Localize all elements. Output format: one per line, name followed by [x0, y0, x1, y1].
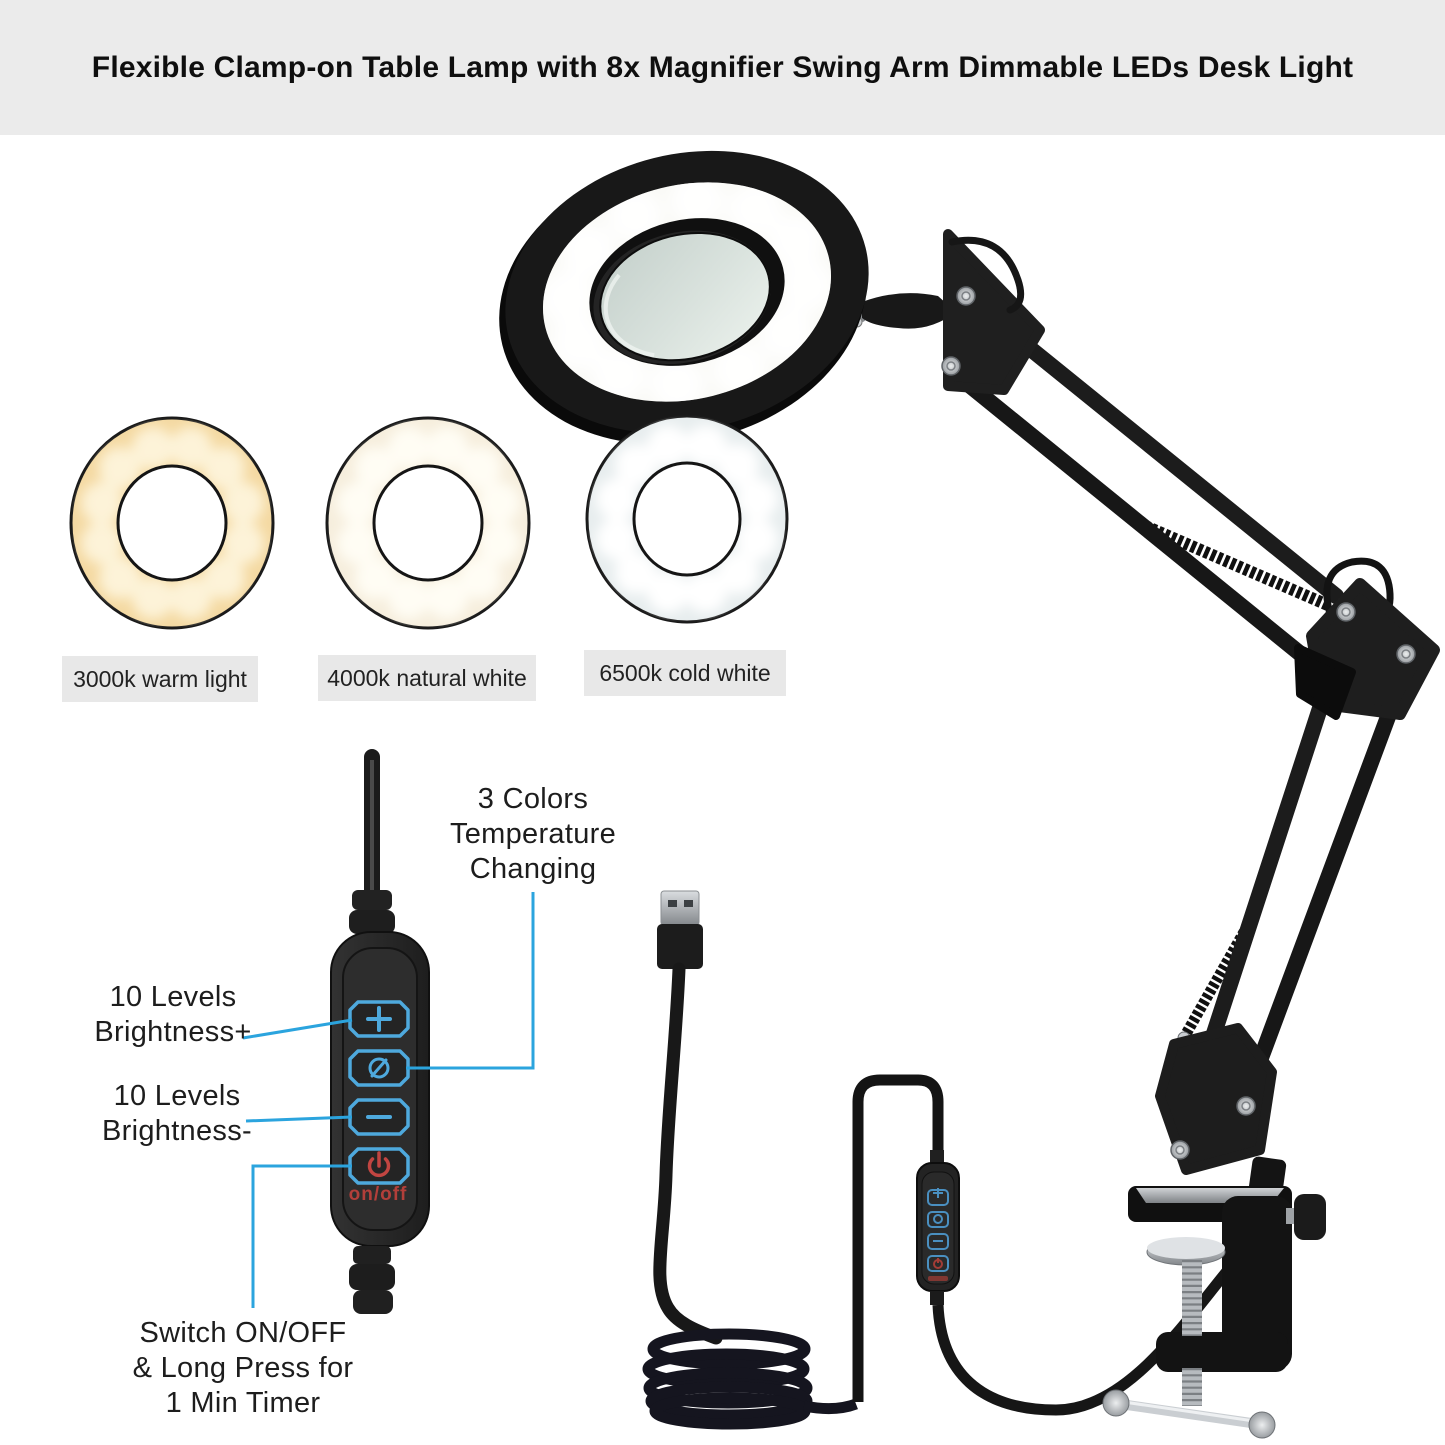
magnifier-lens	[599, 231, 771, 362]
callout-line-power	[251, 1164, 352, 1308]
callout-color-temp: 3 Colors Temperature Changing	[413, 782, 653, 887]
small-plus-icon	[933, 1188, 943, 1198]
ring-label-6500k: 6500k cold white	[584, 650, 786, 696]
small-power-icon	[933, 1258, 943, 1269]
small-cycle-icon	[933, 1214, 943, 1224]
small-color-temp-button	[927, 1211, 949, 1228]
bracket-hook	[948, 236, 1025, 314]
elbow-screws	[1336, 602, 1416, 664]
upper-arm-bar	[960, 376, 1316, 668]
lamp-head	[499, 150, 869, 445]
ring-label-4000k: 4000k natural white	[318, 655, 536, 701]
ring-sample-natural	[325, 416, 531, 630]
callout-line-text: Changing	[469, 853, 597, 885]
callout-brightness-minus: 10 Levels Brightness-	[87, 1079, 267, 1149]
callout-line-text: 10 Levels	[113, 1080, 241, 1112]
callout-line-text: & Long Press for	[132, 1352, 354, 1384]
usb-plug-body	[657, 924, 703, 969]
onoff-label: on/off	[348, 1184, 408, 1205]
cord-loop	[852, 1074, 944, 1402]
callout-line-brightness-minus	[245, 1115, 353, 1123]
table-clamp	[1102, 1186, 1326, 1439]
callout-line-text: Brightness+	[94, 1016, 252, 1048]
plus-icon	[366, 1006, 392, 1032]
clamp-bottom-arm	[1156, 1332, 1288, 1372]
swing-arm	[848, 229, 1440, 1206]
head-bracket	[848, 229, 1045, 395]
small-power-button	[927, 1255, 949, 1272]
usb-plug-icon	[660, 890, 700, 926]
usb-pin-slot	[668, 900, 677, 907]
callout-line-text: Switch ON/OFF	[139, 1317, 347, 1349]
callout-line-text: 1 Min Timer	[165, 1387, 321, 1419]
ring-sample-cold	[585, 414, 789, 624]
callout-line-text: 3 Colors	[477, 783, 589, 815]
callout-switch: Switch ON/OFF & Long Press for 1 Min Tim…	[123, 1316, 363, 1421]
elbow-hinge-tab	[1294, 644, 1356, 720]
callout-line-text: 10 Levels	[109, 981, 237, 1013]
lower-arm-bar	[1198, 694, 1330, 1066]
cable-coil	[642, 1328, 858, 1430]
callout-line-brightness-plus	[242, 1018, 353, 1040]
clamp-t-handle	[1102, 1389, 1276, 1439]
ring-sample-warm	[69, 416, 275, 630]
product-title: Flexible Clamp-on Table Lamp with 8x Mag…	[91, 50, 1354, 84]
usb-cord	[653, 962, 723, 1345]
clamp-side-knob	[1294, 1194, 1326, 1240]
callout-line-text: Temperature	[449, 818, 617, 850]
inline-controller-small	[916, 1150, 960, 1305]
usb-pin-slot	[684, 900, 693, 907]
title-banner: Flexible Clamp-on Table Lamp with 8x Mag…	[0, 0, 1445, 135]
remote-controller	[330, 749, 430, 1362]
clamp-spine	[1222, 1196, 1292, 1370]
callout-brightness-plus: 10 Levels Brightness+	[83, 980, 263, 1050]
callout-line-text: Brightness-	[102, 1115, 252, 1147]
callout-line-color-temp	[406, 892, 535, 1070]
upper-arm-bar	[982, 308, 1344, 604]
small-brightness-minus-button	[927, 1233, 949, 1250]
small-onoff-mark	[928, 1276, 948, 1281]
lower-arm-bar	[1244, 698, 1400, 1090]
cycle-icon	[368, 1057, 390, 1079]
power-icon	[367, 1151, 391, 1178]
callout-lines	[242, 892, 535, 1308]
ring-label-3000k: 3000k warm light	[62, 656, 258, 702]
